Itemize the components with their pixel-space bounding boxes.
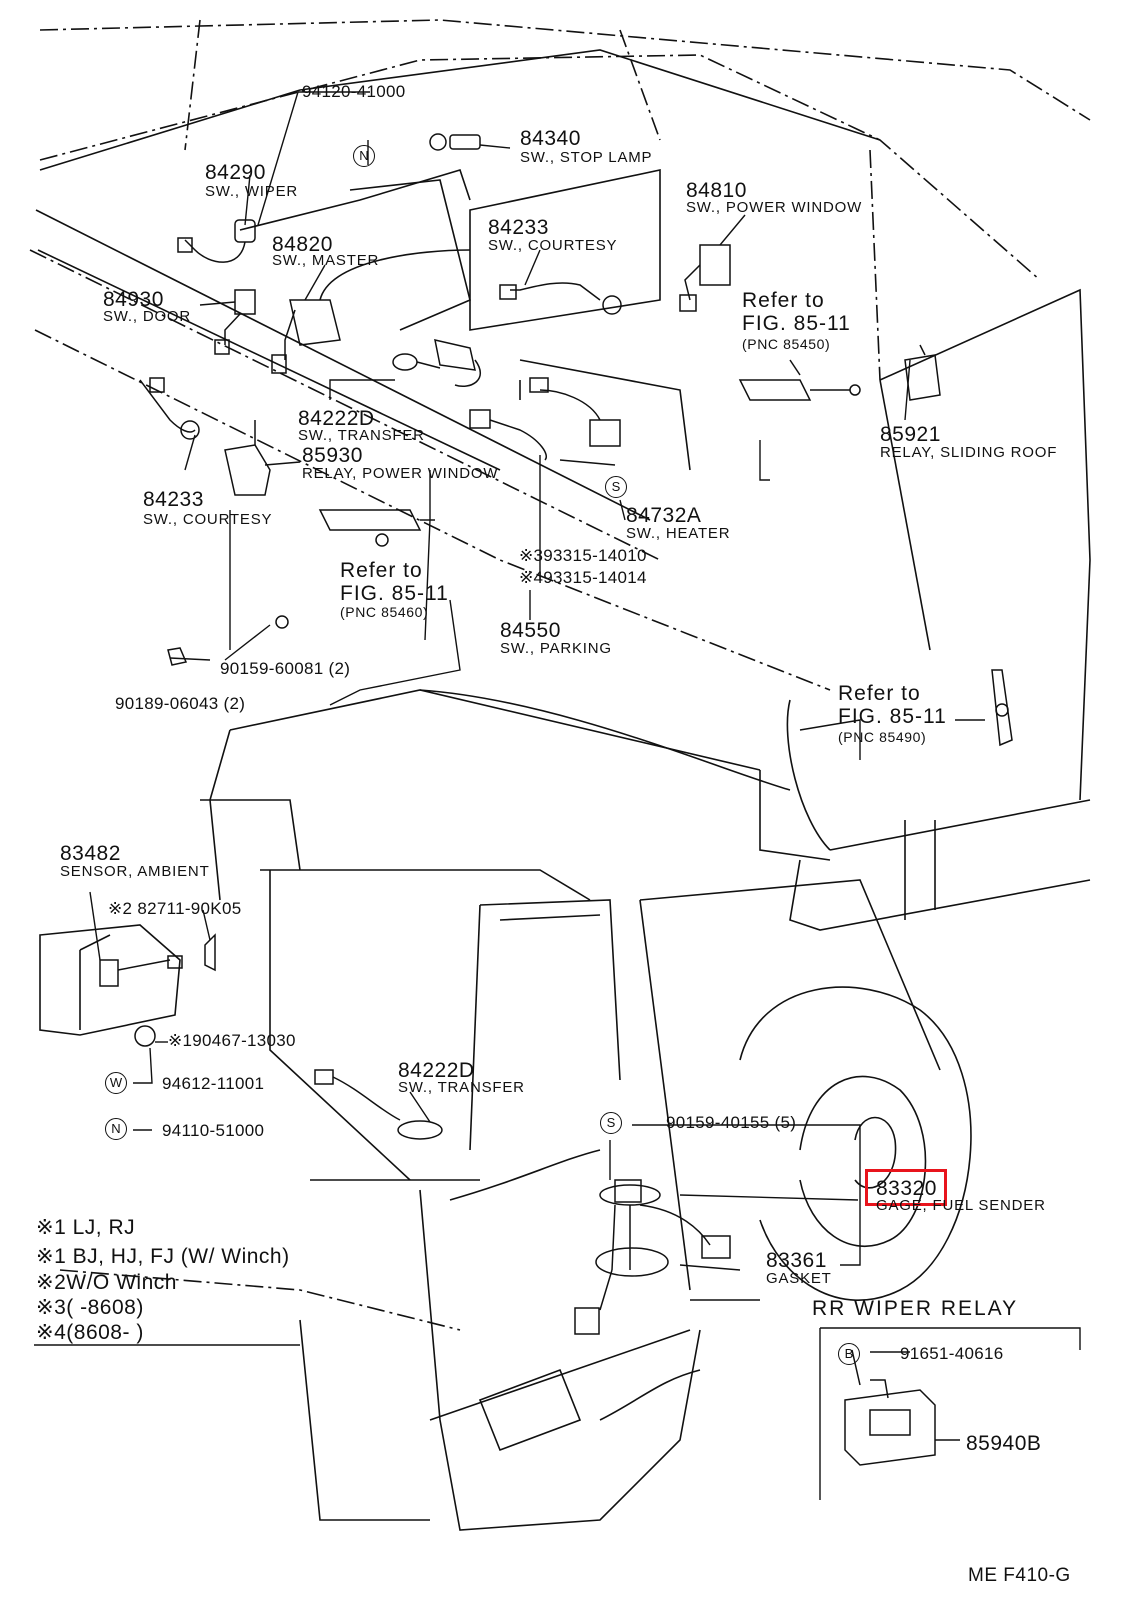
legend-line-4: ※3( -8608)	[36, 1296, 144, 1319]
highlight-box-83320	[865, 1169, 947, 1206]
part-90189-06043-number: 90189-06043 (2)	[115, 694, 246, 713]
part-90159-60081-number: 90159-60081 (2)	[220, 659, 351, 678]
figure-code: ME F410-G	[968, 1565, 1071, 1586]
legend-line-2: ※1 BJ, HJ, FJ (W/ Winch)	[36, 1245, 290, 1268]
part-84233-left-name: SW., COURTESY	[143, 511, 273, 528]
part-84340-name: SW., STOP LAMP	[520, 149, 653, 166]
marker-s-circle-bottom: S	[600, 1112, 622, 1134]
spare-tire	[740, 987, 971, 1300]
rear-body-lines	[200, 690, 1090, 1530]
part-84550-number: 84550	[500, 619, 561, 642]
refer-to-85450-line1: Refer to	[742, 289, 825, 312]
part-84930-number: 84930	[103, 288, 164, 311]
part-82711-90k05-number: ※2 82711-90K05	[108, 899, 242, 918]
part-85940b-number: 85940B	[966, 1432, 1042, 1455]
part-84820-name: SW., MASTER	[272, 252, 380, 269]
component-sketches	[100, 134, 1012, 1465]
refer-to-85490-figure: FIG. 85-11	[838, 705, 947, 728]
part-90159-40155-number: 90159-40155 (5)	[666, 1113, 797, 1132]
part-84233-top-name: SW., COURTESY	[488, 237, 618, 254]
vehicle-body-outline	[30, 20, 1090, 1330]
part-85921-name: RELAY, SLIDING ROOF	[880, 444, 1058, 461]
leader-lines	[34, 92, 1080, 1500]
part-94110-51000-number: 94110-51000	[162, 1121, 265, 1140]
marker-n-circle-top: N	[353, 145, 375, 167]
part-84732a-name: SW., HEATER	[626, 525, 731, 542]
left-bumper-corner	[40, 925, 180, 1035]
marker-n-circle-bottom: N	[105, 1118, 127, 1140]
rr-wiper-relay-title: RR WIPER RELAY	[812, 1297, 1019, 1320]
part-84222d-top-name: SW., TRANSFER	[298, 427, 425, 444]
part-84233-left-number: 84233	[143, 488, 204, 511]
refer-to-85490-line1: Refer to	[838, 682, 921, 705]
marker-b-circle: B	[838, 1343, 860, 1365]
marker-w-circle: W	[105, 1072, 127, 1094]
part-90467-13030-number: ※190467-13030	[168, 1031, 296, 1050]
legend-line-5: ※4(8608- )	[36, 1321, 144, 1344]
part-84820-number: 84820	[272, 233, 333, 256]
part-83482-number: 83482	[60, 842, 121, 865]
refer-to-85460-pnc: (PNC 85460)	[340, 604, 429, 620]
part-84290-number: 84290	[205, 161, 266, 184]
part-91651-40616-number: 91651-40616	[900, 1344, 1004, 1363]
part-85921-number: 85921	[880, 423, 941, 446]
part-83320-number: 83320	[876, 1177, 937, 1200]
part-84222d-bottom-number: 84222D	[398, 1059, 475, 1082]
refer-to-85450-pnc: (PNC 85450)	[742, 336, 831, 352]
refer-to-85490-pnc: (PNC 85490)	[838, 729, 927, 745]
part-83361-number: 83361	[766, 1249, 827, 1272]
part-84340-number: 84340	[520, 127, 581, 150]
part-93315-14010-number: ※393315-14010	[519, 546, 647, 565]
legend-line-3: ※2W/O Winch	[36, 1271, 177, 1294]
part-83320-name: GAGE, FUEL SENDER	[876, 1197, 1046, 1214]
part-85930-number: 85930	[302, 444, 363, 467]
part-83361-name: GASKET	[766, 1270, 832, 1287]
part-84732a-number: 84732A	[626, 504, 702, 527]
refer-to-85460-figure: FIG. 85-11	[340, 582, 449, 605]
part-93315-14014-number: ※493315-14014	[519, 568, 647, 587]
part-84290-name: SW., WIPER	[205, 183, 299, 200]
part-84930-name: SW., DOOR	[103, 308, 192, 325]
part-84810-name: SW., POWER WINDOW	[686, 199, 863, 216]
part-94612-11001-number: 94612-11001	[162, 1074, 265, 1093]
part-84222d-top-number: 84222D	[298, 407, 375, 430]
part-85930-name: RELAY, POWER WINDOW	[302, 465, 499, 482]
part-84222d-bottom-name: SW., TRANSFER	[398, 1079, 525, 1096]
marker-s-circle-top: S	[605, 476, 627, 498]
refer-to-85460-line1: Refer to	[340, 559, 423, 582]
refer-to-85450-figure: FIG. 85-11	[742, 312, 851, 335]
part-84233-top-number: 84233	[488, 216, 549, 239]
part-83482-name: SENSOR, AMBIENT	[60, 863, 210, 880]
cab-lines	[36, 50, 1090, 800]
legend-line-1: ※1 LJ, RJ	[36, 1216, 136, 1239]
part-84810-number: 84810	[686, 179, 747, 202]
part-84550-name: SW., PARKING	[500, 640, 612, 657]
part-94120-number: 94120-41000	[302, 82, 406, 101]
